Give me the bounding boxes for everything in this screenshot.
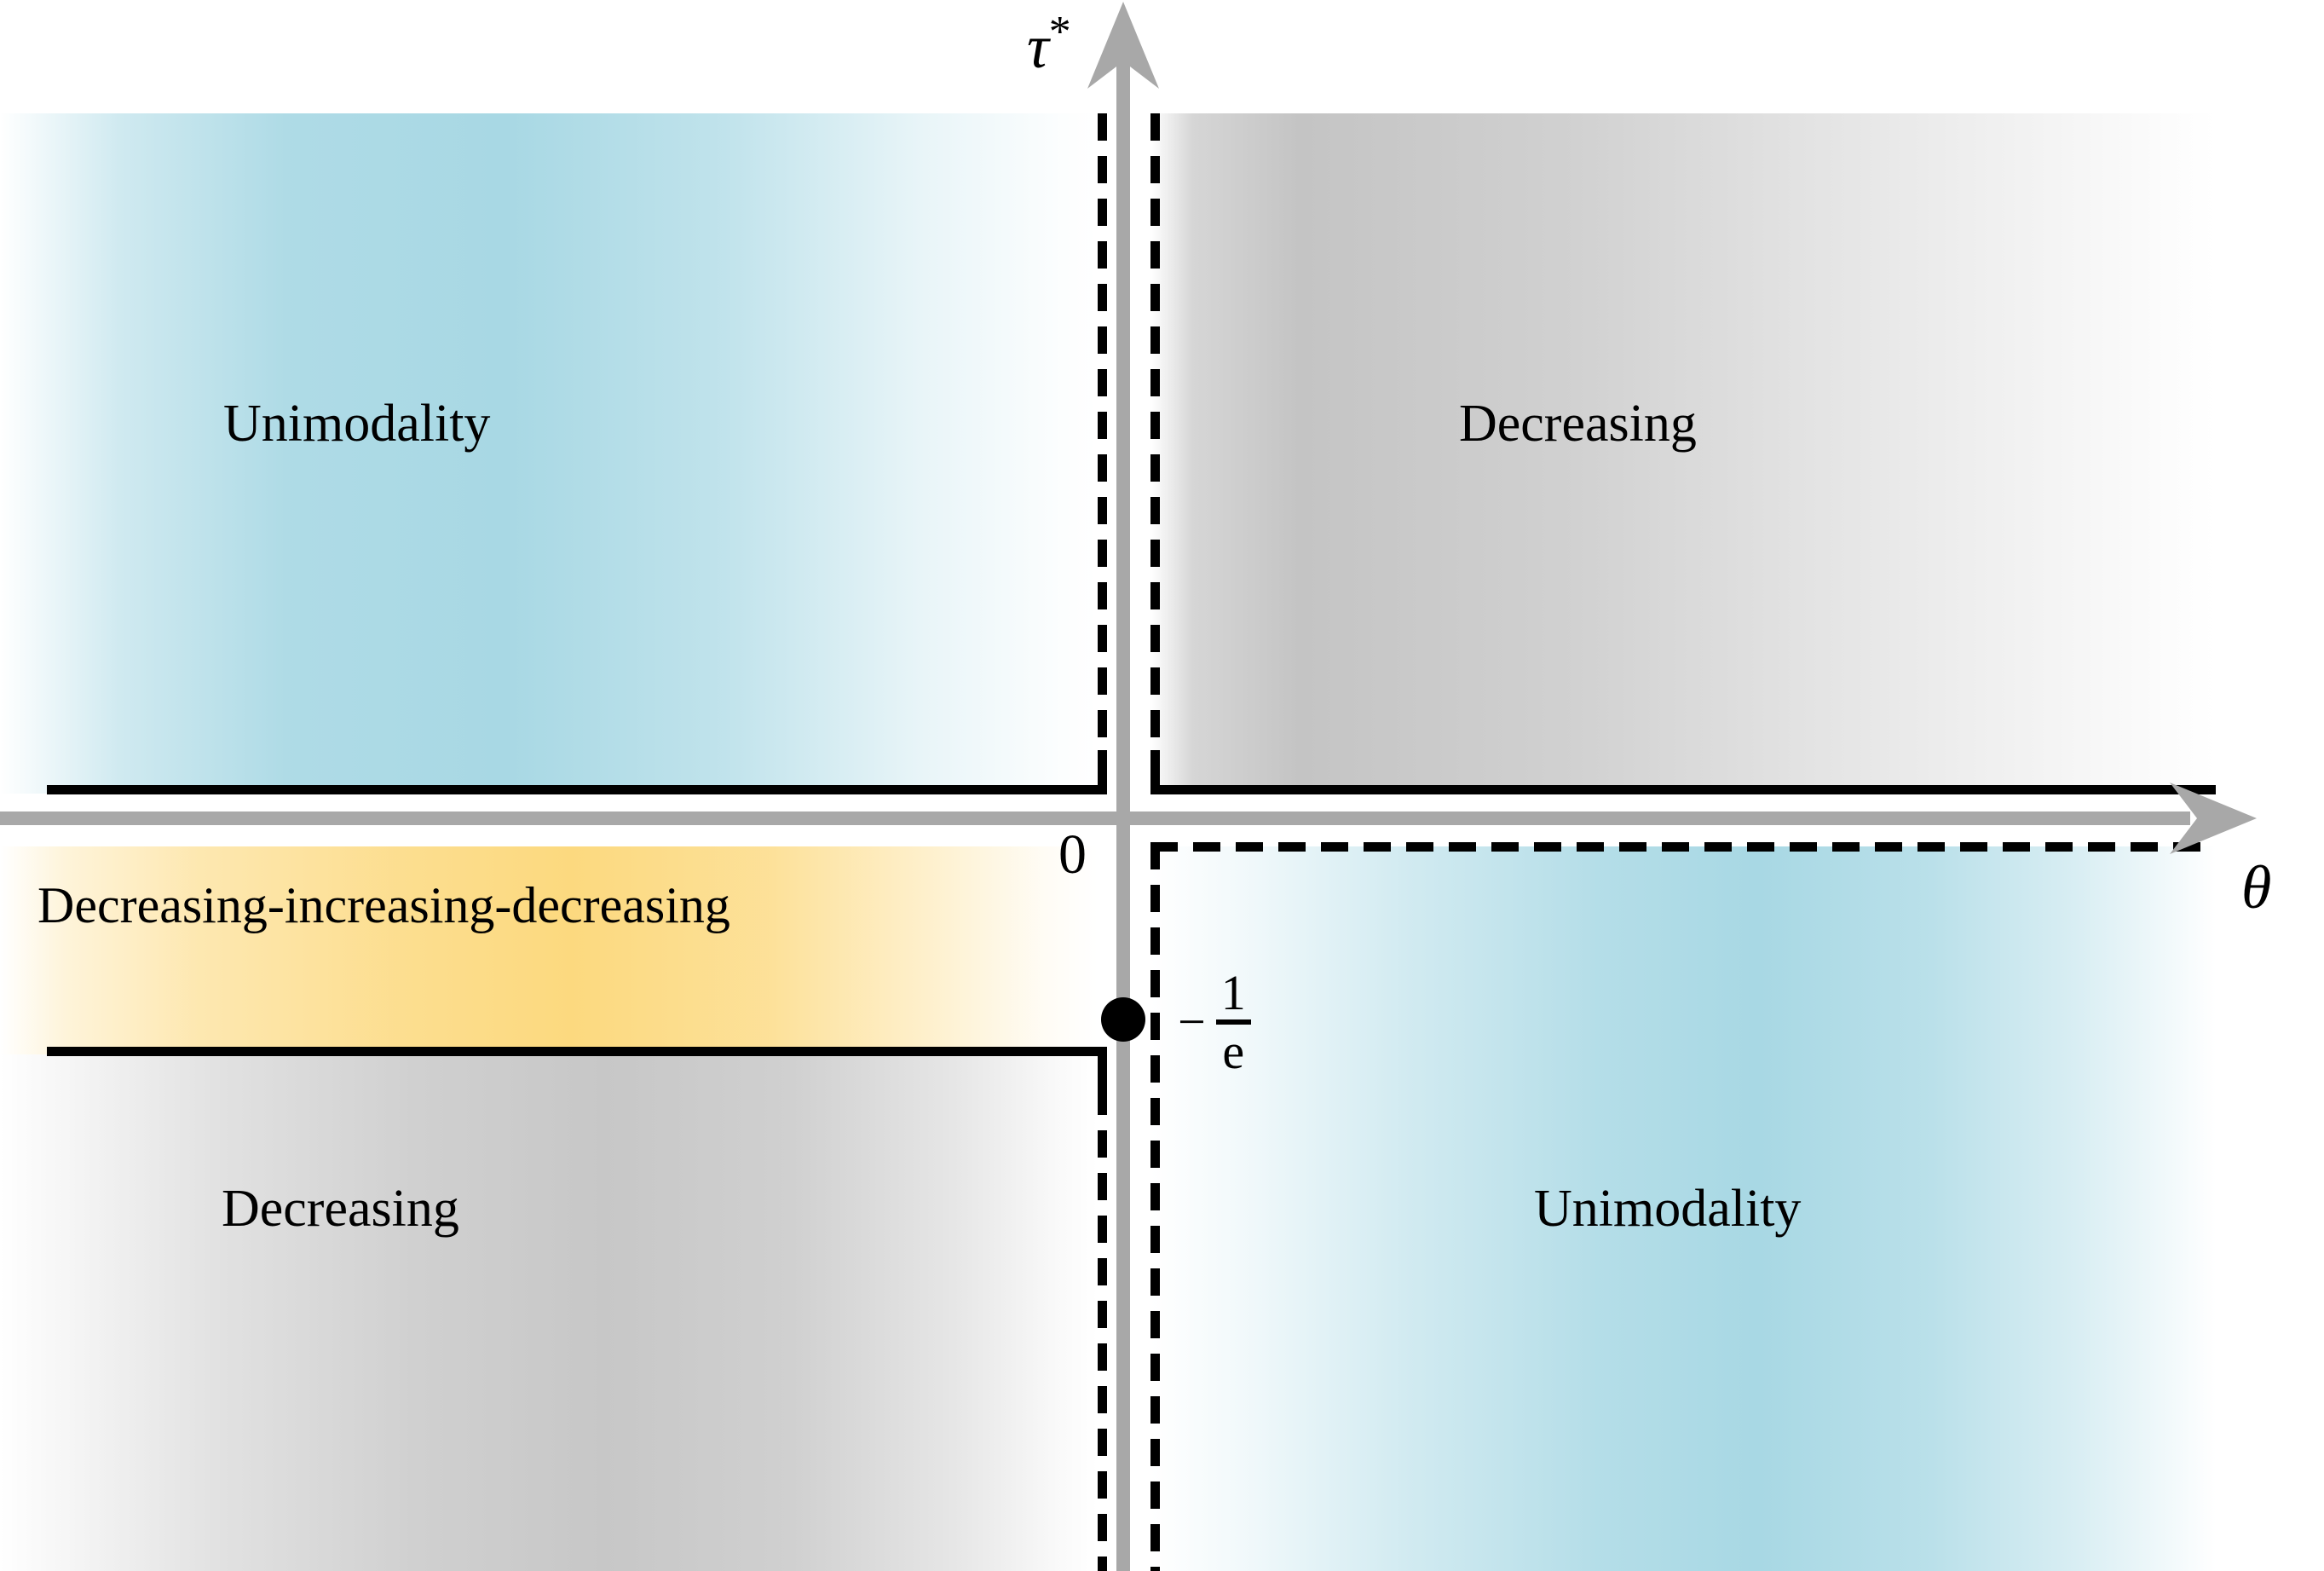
dashed-line-right-upper xyxy=(1150,113,1160,754)
region-label-bottom-left: Decreasing xyxy=(222,1180,459,1238)
region-top-left-unimodality xyxy=(0,113,1098,794)
region-bottom-right-unimodality xyxy=(1150,846,2216,1571)
axis-label-tau-superscript: * xyxy=(1048,8,1071,56)
dashed-line-right-lower xyxy=(1150,842,1160,1571)
tau-star-axis xyxy=(1116,34,1130,1571)
region-label-top-right: Decreasing xyxy=(1459,395,1697,453)
fraction-bar xyxy=(1215,1019,1251,1025)
minus-sign-glyph: − xyxy=(1178,994,1206,1050)
tau-star-axis-arrowhead xyxy=(1087,2,1159,89)
boundary-top-right-corner-riser xyxy=(1150,750,1160,794)
fraction-numerator: 1 xyxy=(1220,965,1246,1020)
point-marker-minus-one-over-e xyxy=(1101,997,1145,1042)
region-bottom-left-decreasing xyxy=(0,1054,1098,1571)
axis-label-tau-star: τ* xyxy=(1027,7,1071,83)
fraction-one-over-e: 1 e xyxy=(1215,965,1251,1080)
region-label-bottom-right: Unimodality xyxy=(1534,1180,1802,1238)
boundary-top-right-horizontal xyxy=(1150,785,2216,794)
tick-label-origin-zero: 0 xyxy=(1058,823,1087,886)
dashed-line-left-lower xyxy=(1098,1088,1107,1571)
region-top-right-decreasing xyxy=(1150,113,2216,794)
dashed-line-left-upper xyxy=(1098,113,1107,754)
axis-label-theta: θ xyxy=(2241,853,2272,921)
boundary-top-left-corner-riser xyxy=(1098,750,1107,794)
boundary-bottom-left-horizontal xyxy=(47,1047,1107,1056)
tick-label-minus-one-over-e: − 1 e xyxy=(1178,967,1251,1077)
boundary-bottom-left-corner-riser xyxy=(1098,1047,1107,1088)
region-label-middle-left: Decreasing-increasing-decreasing xyxy=(37,877,730,933)
theta-axis-arrowhead xyxy=(2170,783,2257,854)
boundary-top-left-horizontal xyxy=(47,785,1107,794)
dashed-boundary-bottom-right-horizontal xyxy=(1150,842,2216,852)
theta-axis xyxy=(0,811,2190,825)
region-label-top-left: Unimodality xyxy=(223,395,491,453)
fraction-denominator: e xyxy=(1222,1024,1245,1080)
region-middle-left-decreasing-increasing-decreasing xyxy=(0,846,1098,1054)
axis-label-tau-glyph: τ xyxy=(1027,13,1049,81)
